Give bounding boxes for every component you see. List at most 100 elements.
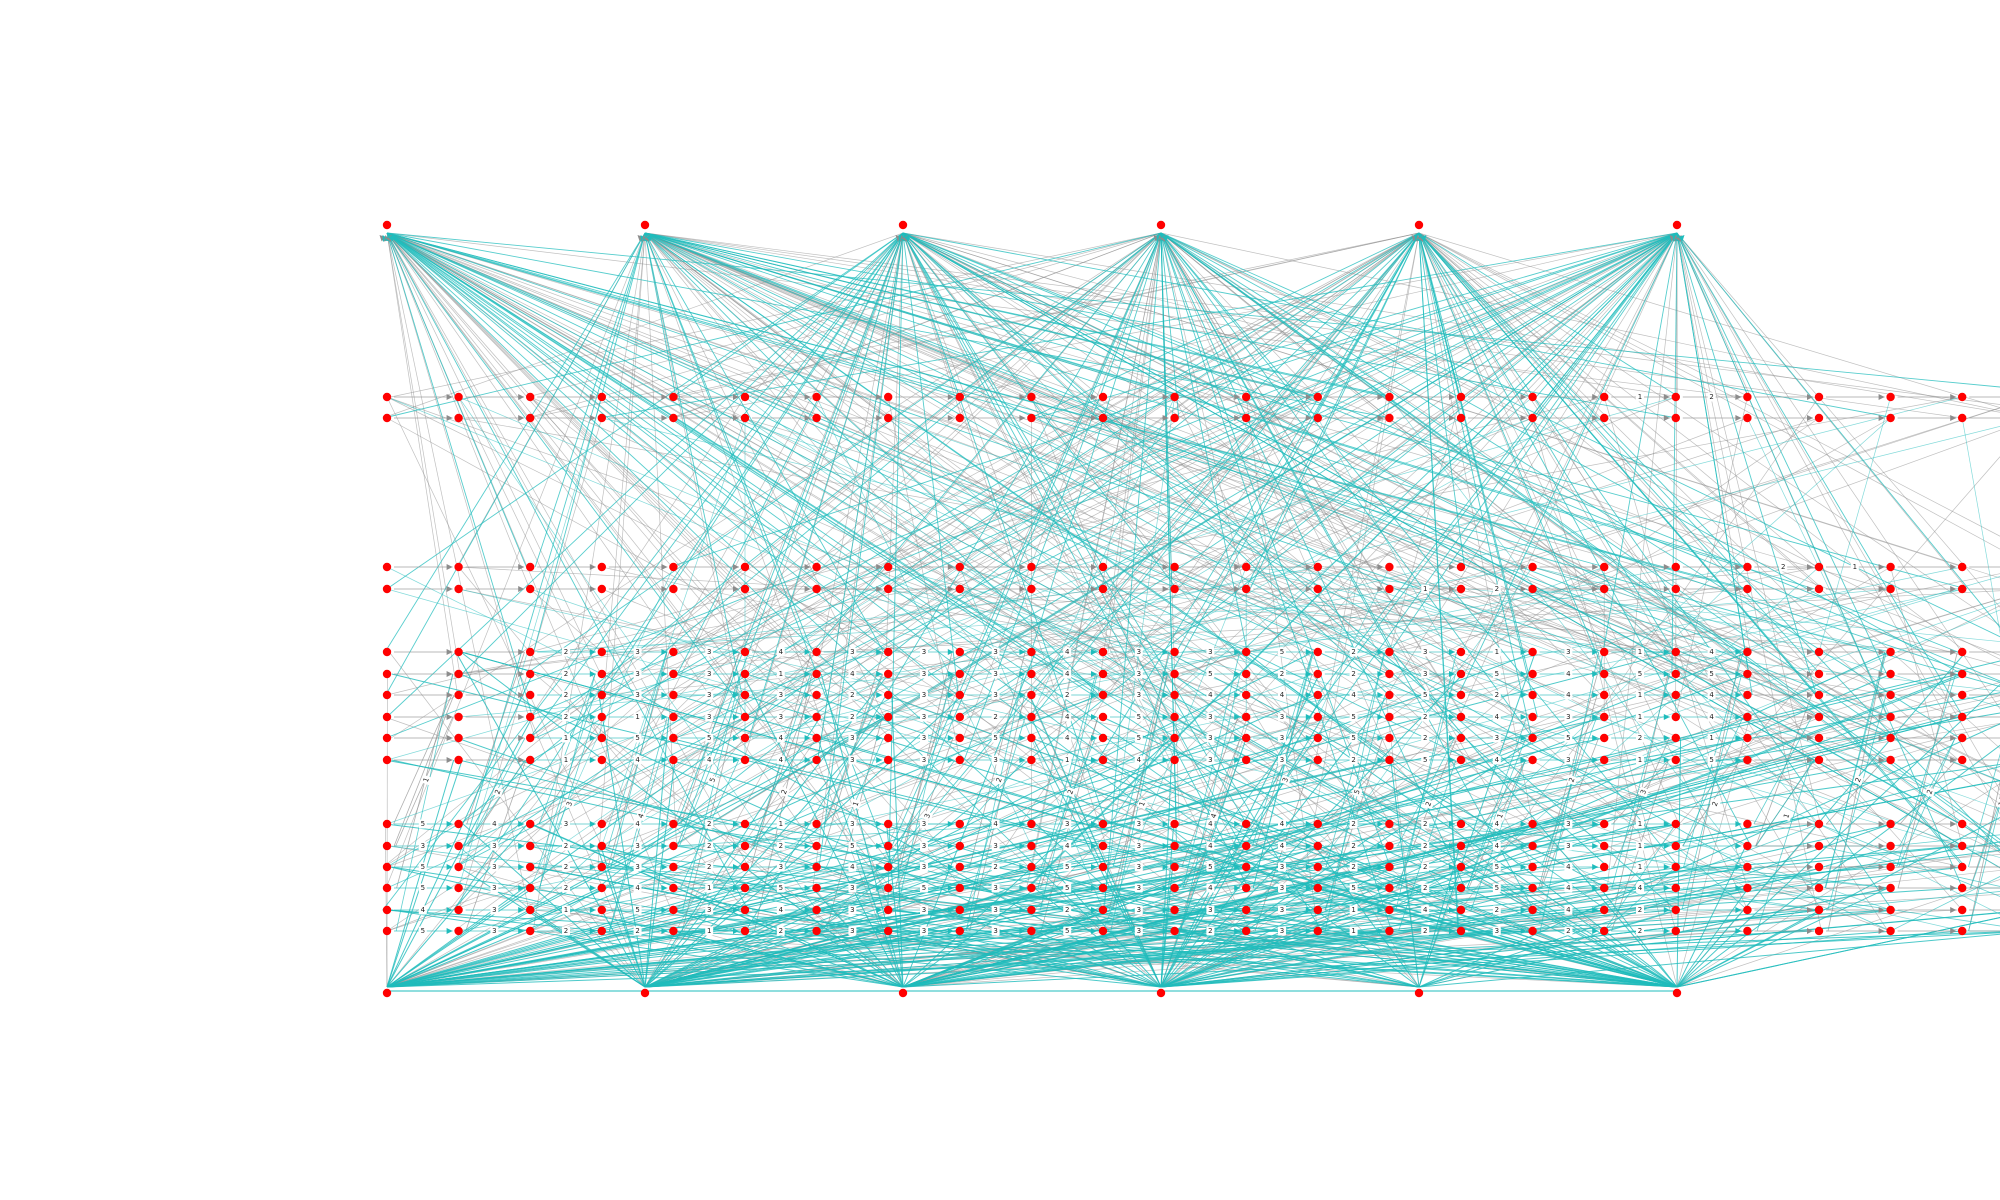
- edge-mid-cross: [458, 396, 1318, 825]
- edge-label-bg: [418, 819, 427, 829]
- edge-label-text: 3: [707, 906, 711, 914]
- grid-node: [1671, 905, 1681, 915]
- row-arrow-10: [1377, 821, 1384, 827]
- edge-top-hub-5: [1676, 232, 1750, 675]
- edge-label-text: 3: [1495, 734, 1499, 742]
- edge-top-hub-2: [902, 232, 1107, 825]
- edge-label-text: 4: [1638, 884, 1643, 892]
- row-arrow-6: [1592, 692, 1599, 698]
- grid-node: [382, 562, 392, 572]
- edge-label-bg: [1206, 733, 1215, 743]
- grid-node: [1027, 841, 1036, 851]
- edge-mid-cross: [959, 407, 2000, 739]
- edge-top-hub-0: [386, 232, 815, 847]
- grid-node: [1027, 905, 1036, 915]
- grid-node: [1958, 905, 1967, 915]
- row-arrow-1: [1162, 415, 1169, 421]
- row-arrow-12: [1950, 864, 1957, 870]
- row-arrow-11: [1019, 843, 1026, 849]
- row-arrow-7: [518, 714, 525, 720]
- edge-label-bg: [1636, 647, 1644, 657]
- grid-node: [1743, 712, 1752, 722]
- row-edge-label: 1: [1421, 584, 1430, 594]
- grid-node: [884, 755, 893, 765]
- grid-node: [1456, 647, 1466, 657]
- edge-top-hub-2: [887, 232, 904, 911]
- grid-node: [669, 562, 678, 572]
- row-edge-label: 5: [1063, 883, 1072, 893]
- edge-top-hub-1: [644, 232, 1677, 419]
- grid-node: [1313, 883, 1323, 893]
- grid-node: [1671, 883, 1681, 893]
- grid-node: [382, 392, 392, 402]
- grid-node: [1886, 905, 1895, 915]
- row-edge-label: 3: [1564, 712, 1573, 722]
- edge-label-bg: [1492, 669, 1501, 679]
- row-edge-label: 2: [848, 712, 857, 722]
- edge-label-text: 4: [1566, 863, 1571, 871]
- row-arrow-13: [1663, 885, 1670, 891]
- edge-label-text: 3: [922, 648, 926, 656]
- grid-node: [669, 819, 678, 829]
- edge-label-bg: [1065, 786, 1077, 798]
- grid-node: [1242, 755, 1251, 765]
- row-arrow-7: [1091, 714, 1097, 720]
- row-edge-label: 1: [705, 926, 714, 936]
- edge-label-bg: [1206, 647, 1215, 657]
- edge-top-hub-1: [644, 232, 2000, 782]
- edge-top-hub-4: [1170, 232, 1420, 675]
- edge-top-hub-2: [672, 232, 904, 825]
- row-arrow-11: [1234, 843, 1241, 849]
- grid-node: [955, 841, 964, 851]
- row-edge-label: 3: [1134, 690, 1143, 700]
- grid-node: [1242, 584, 1251, 594]
- row-edge-label: 5: [1134, 733, 1143, 743]
- edge-mid-cross: [1317, 566, 1390, 718]
- grid-node: [1313, 562, 1323, 572]
- row-arrow-1: [1878, 415, 1885, 421]
- row-arrow-10: [518, 821, 525, 827]
- edge-label-text: 5: [1137, 734, 1141, 742]
- edge-label-text: 3: [1423, 648, 1427, 656]
- row-edge-label: 3: [1564, 819, 1573, 829]
- edge-diagonal: [1037, 673, 1097, 889]
- edge-label-bg: [1636, 883, 1644, 893]
- row-arrow-4: [1305, 649, 1312, 655]
- row-arrow-15: [733, 928, 739, 934]
- edge-top-hub-3: [1160, 232, 2000, 805]
- edge-mid-cross: [529, 417, 1175, 868]
- row-arrow-12: [446, 864, 453, 870]
- edge-diagonal: [393, 694, 455, 847]
- grid-node: [1313, 819, 1323, 829]
- edge-top-hub-5: [527, 232, 1678, 718]
- row-arrow-1: [1019, 415, 1026, 421]
- row-arrow-2: [947, 564, 954, 570]
- grid-node: [1027, 562, 1036, 572]
- edge-mid-cross: [1818, 605, 2000, 696]
- grid-node: [1814, 755, 1824, 765]
- edge-diagonal: [895, 651, 953, 889]
- grid-node: [1814, 392, 1824, 402]
- row-arrow-1: [446, 415, 453, 421]
- edge-top-hub-0: [386, 232, 672, 398]
- edge-label-text: 3: [1280, 734, 1284, 742]
- edge-label-text: 3: [1566, 756, 1570, 764]
- edge-top-hub-5: [599, 232, 1678, 419]
- row-arrow-6: [1449, 692, 1455, 698]
- grid-node: [669, 712, 678, 722]
- row-arrow-3: [1735, 586, 1742, 592]
- edge-label-text: 2: [1066, 789, 1075, 796]
- edge-top-hub-2: [812, 232, 904, 889]
- edge-lower-cross: [888, 845, 1032, 911]
- edge-label-bg: [1423, 798, 1435, 810]
- edge-top-hub-5: [603, 232, 1678, 696]
- edge-label-text: 5: [707, 734, 711, 742]
- edge-label-bg: [1564, 755, 1573, 765]
- edge-label-text: 4: [1709, 648, 1714, 656]
- row-arrow-2: [1377, 564, 1384, 570]
- edge-label-bg: [920, 841, 928, 851]
- edge-top-hub-1: [644, 232, 1247, 718]
- edge-label-bg: [776, 712, 785, 722]
- edge-label-text: 3: [1566, 820, 1570, 828]
- row-arrow-7: [661, 714, 668, 720]
